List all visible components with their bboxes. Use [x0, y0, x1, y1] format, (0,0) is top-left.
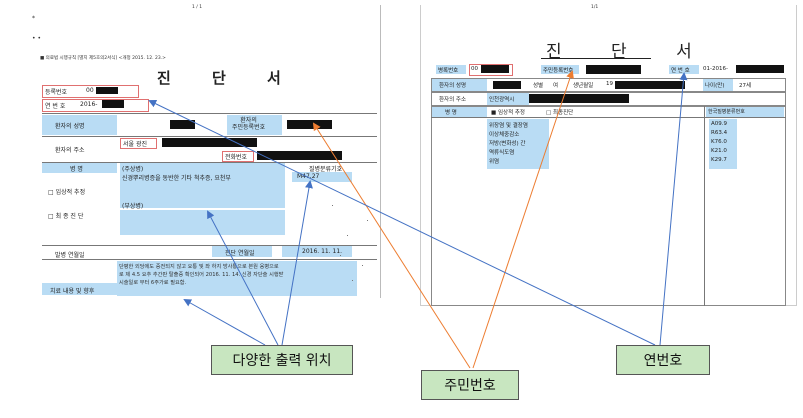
- redaction: [586, 65, 641, 74]
- left-diagnosis-document: 1 / 1 * • • ■ 의료법 시행규칙 [별지 제5호의2서식] <개정 …: [22, 5, 381, 298]
- final-diagnosis-checkbox: □ 최종진단: [546, 110, 574, 116]
- redaction: [529, 94, 629, 103]
- birth-label: 생년월일: [573, 83, 594, 89]
- code-header: 한국질병분류번호: [708, 109, 745, 115]
- document-title: 진 단 서: [157, 69, 299, 87]
- redaction: [102, 100, 124, 108]
- patient-name-label: 환자의 성명: [55, 123, 85, 130]
- code-value: M47.27: [297, 173, 320, 180]
- gender-label: 성별: [533, 83, 544, 89]
- redaction: [96, 87, 118, 94]
- clinical-estimate-checkbox: □ 임상적 추정: [48, 189, 86, 196]
- chart-no-value: 00: [471, 66, 478, 72]
- disease-code: K21.0: [711, 148, 727, 154]
- redaction: [287, 120, 332, 129]
- redaction: [493, 81, 521, 89]
- age-value: 27세: [739, 83, 752, 89]
- reg-no-label: 등록번호: [45, 89, 68, 96]
- disease-code: A09.9: [711, 121, 728, 127]
- callout-various-positions: 다양한 출력 위치: [211, 345, 353, 375]
- reg-no-value: 00: [86, 87, 94, 94]
- redaction: [162, 138, 257, 147]
- serial-no-value: 2016-: [80, 101, 98, 108]
- corner-mark: *: [32, 15, 35, 22]
- sub-disease: (부상병): [122, 203, 144, 210]
- birth-value: 19: [606, 81, 613, 87]
- serial-value: 01-2016-: [703, 66, 728, 72]
- chart-no-label: 병록번호: [438, 68, 459, 74]
- disease-label: 병 명: [445, 110, 457, 116]
- patient-rrn-label: 환자의 주민등록번호: [232, 117, 266, 131]
- arrow-to-treatment: [183, 299, 266, 346]
- patient-addr-label: 환자의 주소: [55, 147, 85, 154]
- disease-item: 이상체중감소: [489, 132, 520, 138]
- serial-no-label: 연 번 호: [45, 103, 66, 110]
- redaction: [615, 81, 685, 89]
- disease-item: 역류식도염: [489, 150, 515, 156]
- clinical-estimate-checkbox: ■ 임상적 추정: [491, 110, 525, 116]
- disease-code: R63.4: [711, 130, 728, 136]
- disease-code: K29.7: [711, 157, 727, 163]
- header-note: ■ 의료법 시행규칙 [별지 제5호의2서식] <개정 2015. 12. 23…: [40, 56, 166, 61]
- page-number: 1 / 1: [192, 5, 203, 10]
- redaction: [170, 120, 195, 129]
- treatment-label: 치료 내용 및 향후: [50, 288, 95, 295]
- redaction: [481, 65, 509, 73]
- callout-rrn: 주민번호: [421, 370, 519, 400]
- dots-mark: • •: [32, 35, 41, 42]
- addr-label: 환자의 주소: [439, 97, 467, 103]
- age-label: 나이(만): [705, 83, 725, 89]
- final-diagnosis-checkbox: □ 최 종 진 단: [48, 213, 84, 220]
- diag-date-label: 진단 연월일: [225, 250, 255, 257]
- diag-date-value: 2016. 11. 11.: [302, 248, 343, 255]
- addr-value: 인천광역시: [489, 97, 515, 103]
- rrn-label: 주민등록번호: [543, 68, 574, 74]
- onset-label: 발병 연월일: [55, 252, 85, 259]
- reg-no-box: [42, 85, 139, 98]
- serial-label: 연 번 호: [671, 68, 690, 74]
- treatment-text: 단평한 외당에도 증전되지 않고 요통 및 좌 하지 방사통으로 본원 응병으로…: [119, 264, 284, 286]
- disease-item: 저방(변화성) 간: [489, 141, 526, 147]
- disease-desc: 신경뿌리병증을 동반한 기타 척추증, 요천부: [122, 175, 231, 182]
- page-marker: 1/1: [591, 5, 599, 10]
- disease-label: 병 명: [70, 166, 83, 173]
- callout-serial: 연번호: [616, 345, 710, 375]
- document-title: 진 단 서: [546, 42, 714, 62]
- redaction: [257, 151, 342, 160]
- gender-value: 여: [553, 83, 559, 89]
- phone-label: 전화번호: [225, 154, 248, 161]
- disease-item: 위염: [489, 159, 500, 165]
- disease-code: K76.0: [711, 139, 727, 145]
- disease-item: 위장염 및 결장염: [489, 123, 528, 129]
- main-disease: (주상병): [122, 166, 144, 173]
- addr-value: 서울 광진: [123, 141, 147, 148]
- right-diagnosis-document: 1/1 진 단 서 병록번호 00 주민등록번호 연 번 호 01-2016- …: [420, 5, 797, 306]
- name-label: 환자의 성명: [439, 83, 467, 89]
- redaction: [736, 65, 784, 73]
